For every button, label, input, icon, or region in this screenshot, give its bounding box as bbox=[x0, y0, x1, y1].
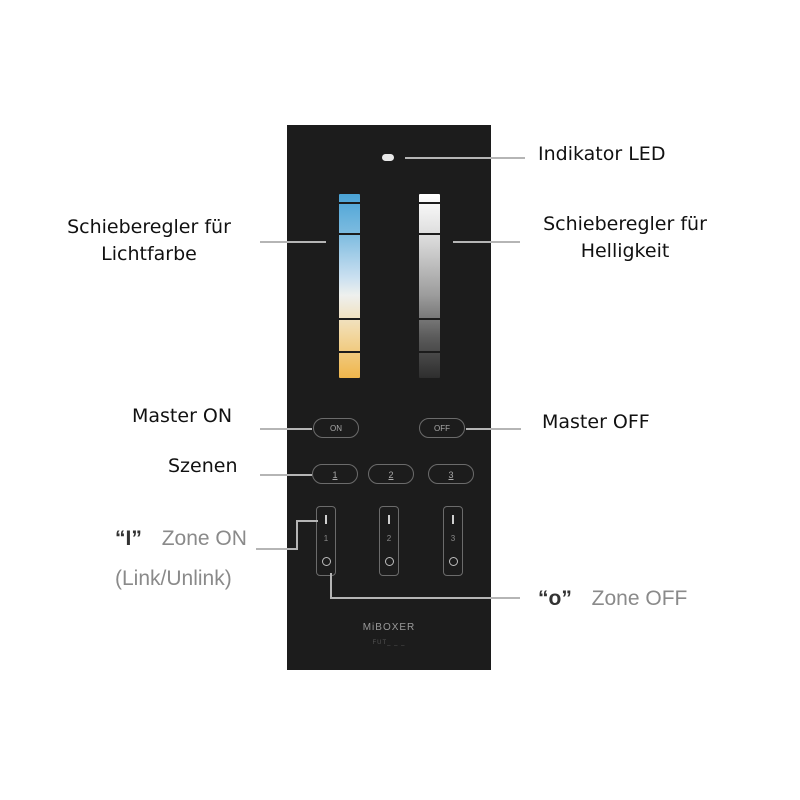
scene-2-button[interactable]: 2 bbox=[368, 464, 414, 484]
scene-1-label: 1 bbox=[332, 470, 338, 480]
brightness-slider-label-line1: Schieberegler für bbox=[543, 213, 707, 235]
scene-2-label: 2 bbox=[388, 470, 394, 480]
slider-segment-divider bbox=[339, 202, 360, 204]
slider-segment-divider bbox=[339, 318, 360, 320]
zone-on-icon bbox=[452, 515, 454, 524]
leader-line-scenes bbox=[260, 474, 312, 476]
zone-on-text: Zone ON bbox=[161, 527, 247, 550]
leader-line-brightness-slider bbox=[453, 241, 520, 243]
zone-off-quote: “o” bbox=[538, 587, 572, 610]
indicator-led-label: Indikator LED bbox=[538, 143, 666, 165]
color-slider-label-line1: Schieberegler für bbox=[67, 216, 231, 238]
zone-on-label: “I” Zone ON bbox=[115, 524, 247, 553]
leader-line-color-slider bbox=[260, 241, 326, 243]
slider-segment-divider bbox=[419, 233, 440, 235]
slider-segment-divider bbox=[339, 233, 360, 235]
leader-line-zone-on bbox=[256, 548, 298, 550]
zone-off-icon bbox=[449, 557, 458, 566]
leader-line-zone-off bbox=[330, 597, 520, 599]
zone-on-quote: “I” bbox=[115, 527, 142, 550]
color-slider-label-line2: Lichtfarbe bbox=[101, 242, 197, 265]
zone-3-number: 3 bbox=[450, 534, 456, 543]
leader-line-zone-on-top bbox=[296, 520, 318, 522]
leader-line-zone-off-vertical bbox=[330, 573, 332, 599]
master-on-button[interactable]: ON bbox=[313, 418, 359, 438]
slider-segment-divider bbox=[419, 318, 440, 320]
zone-on-icon bbox=[325, 515, 327, 524]
zone-2-number: 2 bbox=[386, 534, 392, 543]
scene-3-button[interactable]: 3 bbox=[428, 464, 474, 484]
brightness-slider-label: Schieberegler für Helligkeit bbox=[532, 211, 718, 264]
slider-segment-divider bbox=[419, 202, 440, 204]
brightness-slider[interactable] bbox=[419, 194, 440, 378]
color-slider-label: Schieberegler für Lichtfarbe bbox=[58, 214, 240, 267]
zone-off-label: “o” Zone OFF bbox=[538, 584, 687, 613]
zone-2-button[interactable]: 2 bbox=[379, 506, 399, 576]
zone-on-sublabel: (Link/Unlink) bbox=[115, 567, 232, 590]
master-off-label: Master OFF bbox=[542, 411, 650, 433]
model-number: FUT_ _ _ bbox=[372, 640, 406, 646]
slider-segment-divider bbox=[339, 351, 360, 353]
leader-line-zone-on-vertical bbox=[296, 520, 298, 550]
leader-line-master-on bbox=[260, 428, 312, 430]
slider-segment-divider bbox=[419, 351, 440, 353]
brand-logo: MiBOXER bbox=[362, 622, 416, 633]
brightness-slider-label-line2: Helligkeit bbox=[580, 239, 670, 262]
zone-off-icon bbox=[385, 557, 394, 566]
zone-3-button[interactable]: 3 bbox=[443, 506, 463, 576]
indicator-led bbox=[382, 154, 394, 161]
zone-off-text: Zone OFF bbox=[591, 587, 688, 610]
remote-control: ON OFF 1 2 3 1 2 3 MiBOXER FUT_ _ _ bbox=[287, 125, 491, 670]
zone-off-icon bbox=[322, 557, 331, 566]
zone-1-number: 1 bbox=[323, 534, 329, 543]
color-temperature-slider[interactable] bbox=[339, 194, 360, 378]
leader-line-led bbox=[405, 157, 525, 159]
scenes-label: Szenen bbox=[168, 455, 238, 477]
scene-3-label: 3 bbox=[448, 470, 454, 480]
scene-1-button[interactable]: 1 bbox=[312, 464, 358, 484]
zone-1-button[interactable]: 1 bbox=[316, 506, 336, 576]
leader-line-master-off bbox=[466, 428, 521, 430]
master-off-button[interactable]: OFF bbox=[419, 418, 465, 438]
zone-on-icon bbox=[388, 515, 390, 524]
master-on-label: Master ON bbox=[132, 405, 233, 427]
